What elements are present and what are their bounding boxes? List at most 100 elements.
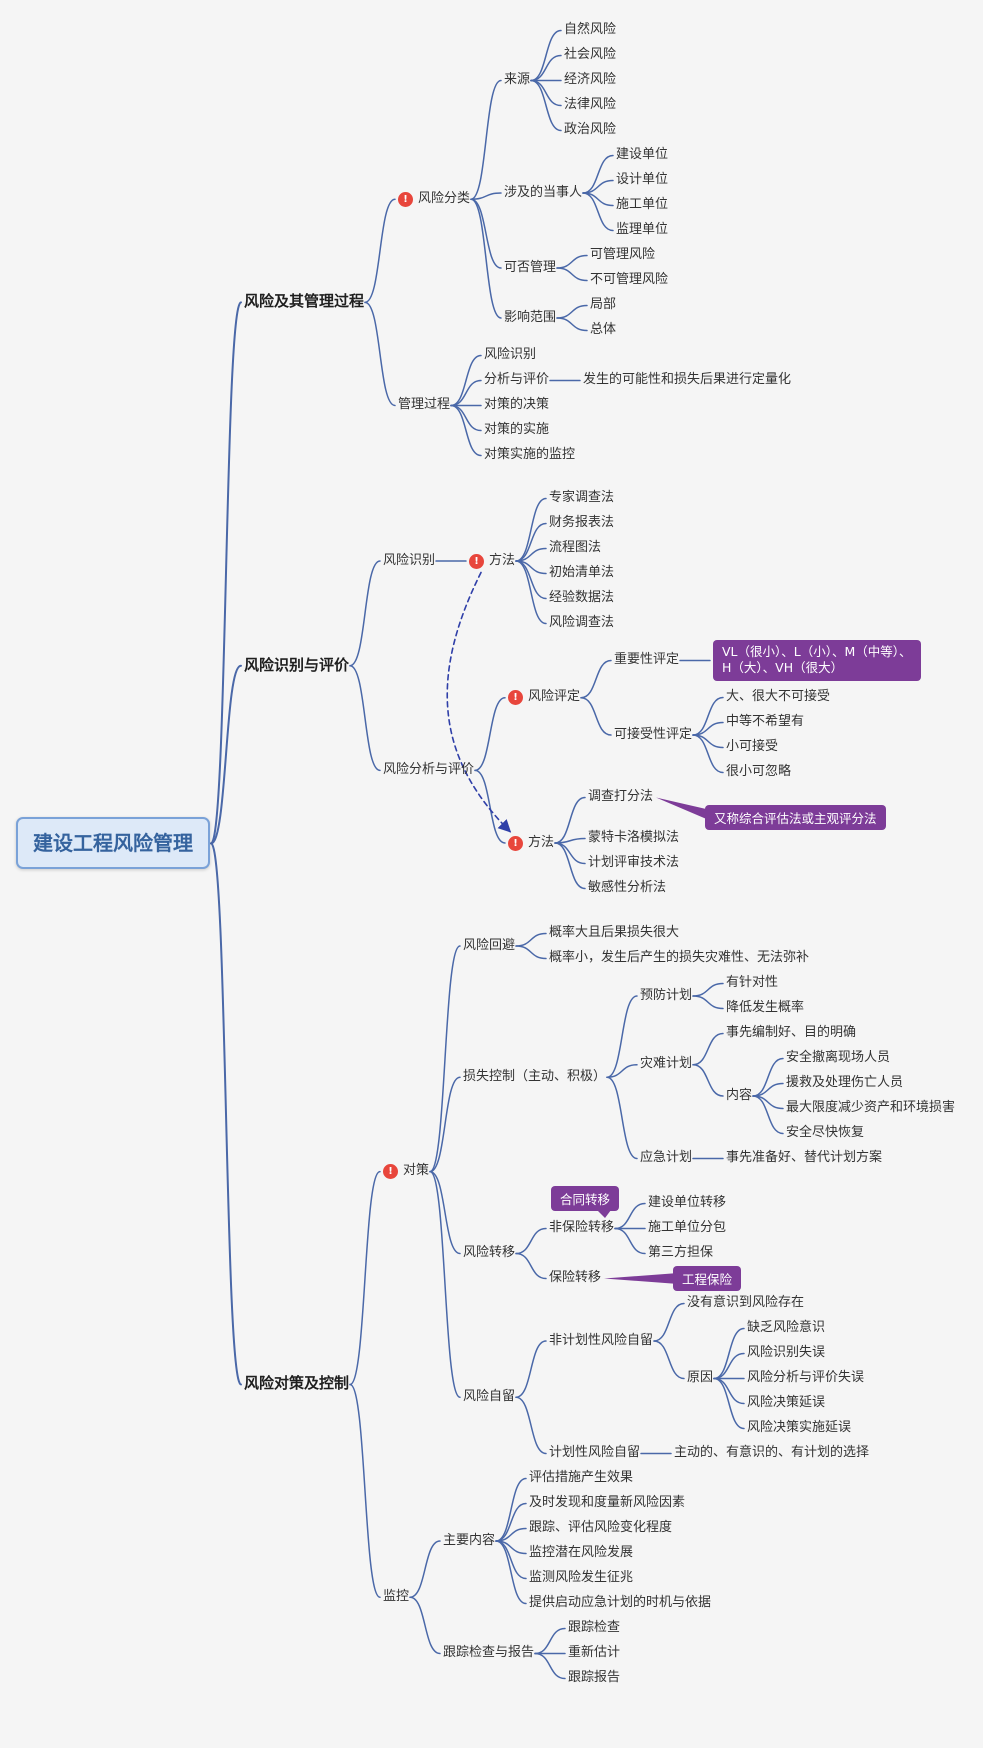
topic[interactable]: 监测风险发生征兆 (529, 1570, 633, 1587)
topic[interactable]: 主动的、有意识的、有计划的选择 (674, 1445, 869, 1462)
topic[interactable]: 小可接受 (726, 739, 778, 756)
topic[interactable]: 跟踪检查与报告 (443, 1645, 534, 1662)
callout-box[interactable]: 又称综合评估法或主观评分法 (705, 805, 886, 830)
topic[interactable]: 总体 (590, 322, 616, 339)
topic[interactable]: 预防计划 (640, 988, 692, 1005)
topic[interactable]: 风险识别失误 (747, 1345, 825, 1362)
topic[interactable]: 局部 (590, 297, 616, 314)
topic[interactable]: 对策实施的监控 (484, 447, 575, 464)
topic[interactable]: !方法 (469, 553, 515, 570)
topic[interactable]: 不可管理风险 (590, 272, 668, 289)
topic[interactable]: 社会风险 (564, 47, 616, 64)
topic[interactable]: 敏感性分析法 (588, 880, 666, 897)
topic[interactable]: 应急计划 (640, 1150, 692, 1167)
topic[interactable]: 法律风险 (564, 97, 616, 114)
topic[interactable]: 内容 (726, 1088, 752, 1105)
tag-box[interactable]: 合同转移 (551, 1186, 620, 1211)
topic[interactable]: 风险决策延误 (747, 1395, 825, 1412)
root-topic[interactable]: 建设工程风险管理 (16, 817, 210, 869)
topic[interactable]: !风险分类 (398, 191, 470, 208)
topic[interactable]: 可接受性评定 (614, 727, 692, 744)
topic[interactable]: 风险分析与评价失误 (747, 1370, 864, 1387)
topic[interactable]: 施工单位分包 (648, 1220, 726, 1237)
topic[interactable]: 财务报表法 (549, 515, 614, 532)
topic[interactable]: 设计单位 (616, 172, 668, 189)
topic[interactable]: 专家调查法 (549, 490, 614, 507)
topic[interactable]: 及时发现和度量新风险因素 (529, 1495, 685, 1512)
topic[interactable]: 风险决策实施延误 (747, 1420, 851, 1437)
topic[interactable]: 大、很大不可接受 (726, 689, 830, 706)
topic[interactable]: 事先准备好、替代计划方案 (726, 1150, 882, 1167)
topic[interactable]: 涉及的当事人 (504, 185, 582, 202)
topic[interactable]: 影响范围 (504, 310, 556, 327)
topic[interactable]: 跟踪检查 (568, 1620, 620, 1637)
main-branch-topic[interactable]: 风险及其管理过程 (244, 292, 364, 312)
topic[interactable]: 监控潜在风险发展 (529, 1545, 633, 1562)
topic[interactable]: 管理过程 (398, 397, 450, 414)
topic[interactable]: 概率小，发生后产生的损失灾难性、无法弥补 (549, 950, 809, 967)
topic[interactable]: !方法 (508, 835, 554, 852)
topic[interactable]: 建设单位转移 (648, 1195, 726, 1212)
topic[interactable]: 降低发生概率 (726, 1000, 804, 1017)
topic[interactable]: 事先编制好、目的明确 (726, 1025, 856, 1042)
topic[interactable]: 重要性评定 (614, 652, 679, 669)
topic[interactable]: 施工单位 (616, 197, 668, 214)
topic[interactable]: 来源 (504, 72, 530, 89)
topic[interactable]: !对策 (383, 1163, 429, 1180)
topic[interactable]: 经济风险 (564, 72, 616, 89)
topic[interactable]: 原因 (687, 1370, 713, 1387)
topic[interactable]: 监控 (383, 1589, 409, 1606)
topic[interactable]: 概率大且后果损失很大 (549, 925, 679, 942)
topic[interactable]: 对策的决策 (484, 397, 549, 414)
topic[interactable]: 损失控制（主动、积极） (463, 1069, 606, 1086)
topic[interactable]: 风险调查法 (549, 615, 614, 632)
topic[interactable]: 提供启动应急计划的时机与依据 (529, 1595, 711, 1612)
topic[interactable]: 风险识别 (484, 347, 536, 364)
topic[interactable]: 可管理风险 (590, 247, 655, 264)
main-branch-topic[interactable]: 风险识别与评价 (244, 656, 349, 676)
topic[interactable]: 第三方担保 (648, 1245, 713, 1262)
topic[interactable]: 蒙特卡洛模拟法 (588, 830, 679, 847)
topic[interactable]: 风险转移 (463, 1245, 515, 1262)
topic[interactable]: 风险自留 (463, 1389, 515, 1406)
topic[interactable]: 重新估计 (568, 1645, 620, 1662)
topic[interactable]: 主要内容 (443, 1533, 495, 1550)
topic[interactable]: 跟踪报告 (568, 1670, 620, 1687)
topic[interactable]: 计划性风险自留 (549, 1445, 640, 1462)
topic[interactable]: 风险识别 (383, 553, 435, 570)
topic[interactable]: 非计划性风险自留 (549, 1333, 653, 1350)
topic[interactable]: 保险转移 (549, 1270, 601, 1287)
topic[interactable]: 调查打分法 (588, 789, 653, 806)
main-branch-topic[interactable]: 风险对策及控制 (244, 1374, 349, 1394)
topic[interactable]: 初始清单法 (549, 565, 614, 582)
topic[interactable]: 缺乏风险意识 (747, 1320, 825, 1337)
topic[interactable]: 建设单位 (616, 147, 668, 164)
topic[interactable]: 安全尽快恢复 (786, 1125, 864, 1142)
topic[interactable]: 中等不希望有 (726, 714, 804, 731)
topic[interactable]: 风险分析与评价 (383, 762, 474, 779)
topic[interactable]: !风险评定 (508, 689, 580, 706)
topic[interactable]: 政治风险 (564, 122, 616, 139)
topic[interactable]: 跟踪、评估风险变化程度 (529, 1520, 672, 1537)
topic[interactable]: 风险回避 (463, 938, 515, 955)
topic[interactable]: 分析与评价 (484, 372, 549, 389)
topic[interactable]: 评估措施产生效果 (529, 1470, 633, 1487)
callout-box[interactable]: 工程保险 (673, 1266, 742, 1291)
topic[interactable]: 援救及处理伤亡人员 (786, 1075, 903, 1092)
topic[interactable]: 可否管理 (504, 260, 556, 277)
value-box[interactable]: VL（很小）、L（小）、M（中等）、 H（大）、VH（很大） (713, 640, 921, 681)
topic[interactable]: 经验数据法 (549, 590, 614, 607)
topic[interactable]: 很小可忽略 (726, 764, 791, 781)
topic[interactable]: 安全撤离现场人员 (786, 1050, 890, 1067)
topic[interactable]: 计划评审技术法 (588, 855, 679, 872)
topic[interactable]: 有针对性 (726, 975, 778, 992)
topic[interactable]: 没有意识到风险存在 (687, 1295, 804, 1312)
topic[interactable]: 对策的实施 (484, 422, 549, 439)
topic[interactable]: 流程图法 (549, 540, 601, 557)
topic[interactable]: 发生的可能性和损失后果进行定量化 (583, 372, 791, 389)
topic[interactable]: 自然风险 (564, 22, 616, 39)
topic[interactable]: 灾难计划 (640, 1056, 692, 1073)
topic[interactable]: 最大限度减少资产和环境损害 (786, 1100, 955, 1117)
topic[interactable]: 监理单位 (616, 222, 668, 239)
topic[interactable]: 非保险转移 (549, 1220, 614, 1237)
